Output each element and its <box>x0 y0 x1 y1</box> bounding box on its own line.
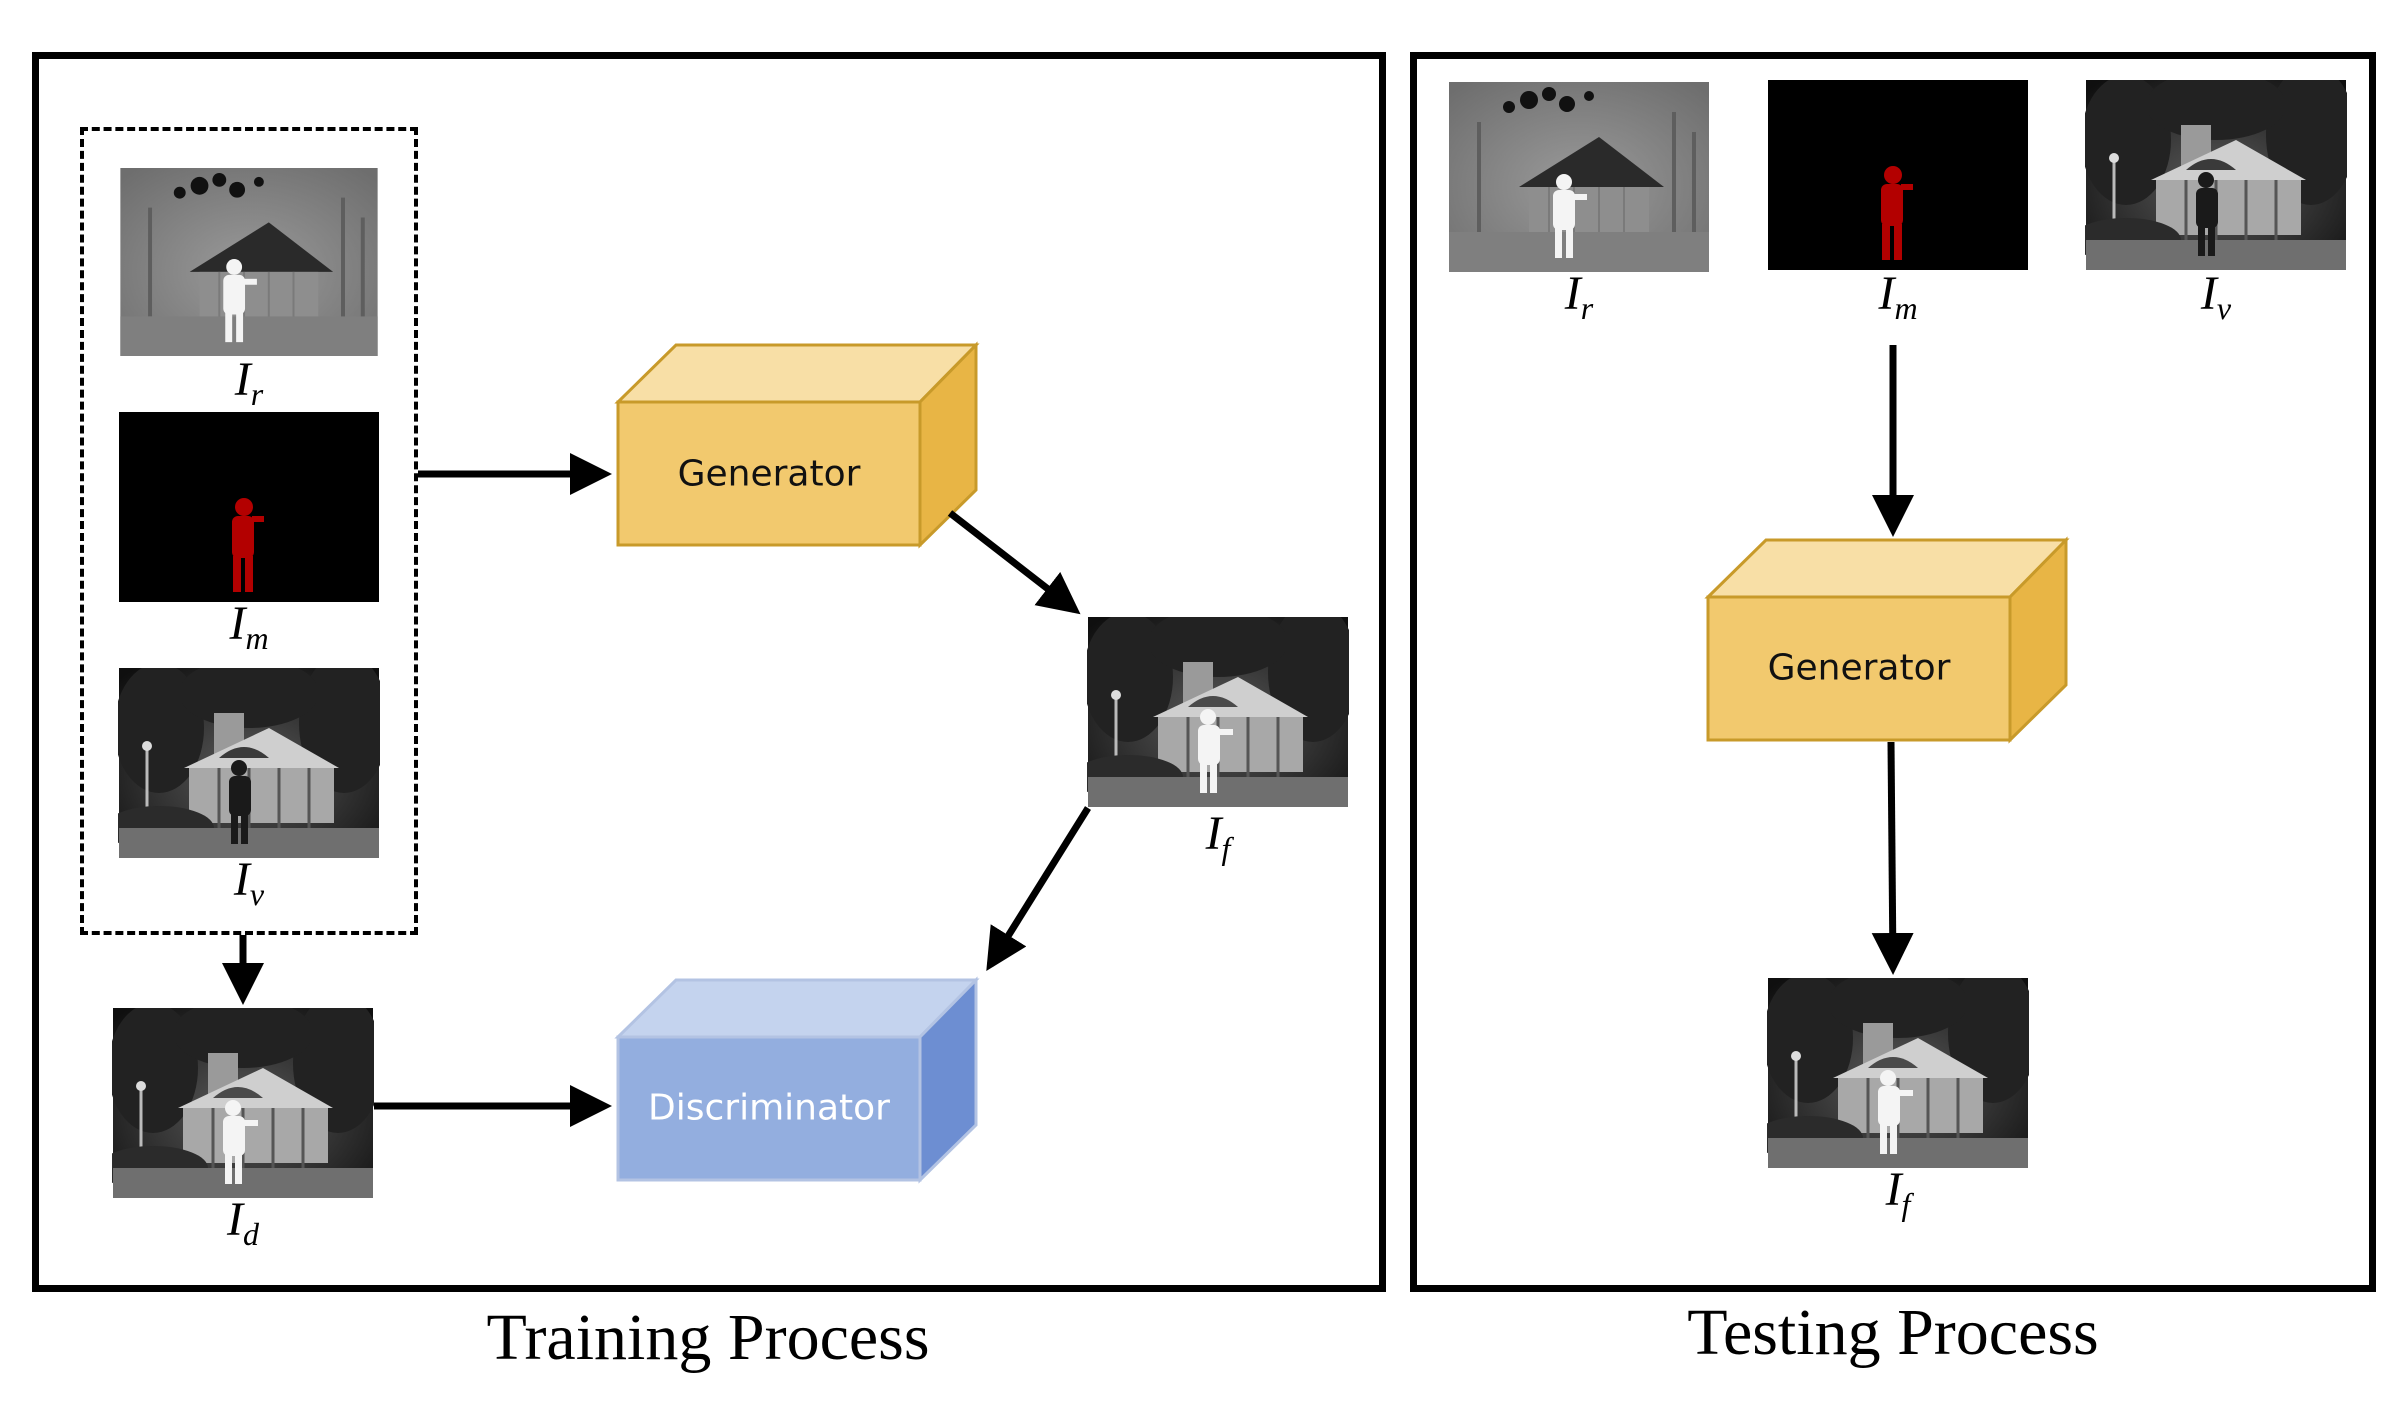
symbol-im: Im <box>229 597 269 656</box>
mask-image <box>118 412 380 602</box>
symbol-iv: Iv <box>233 853 265 912</box>
fused-image <box>1087 617 1349 807</box>
testing-caption: Testing Process <box>1687 1296 2099 1369</box>
test-symbol-im: Im <box>1878 267 1918 326</box>
input-group-box <box>80 127 418 935</box>
generator-label: Generator <box>677 453 861 495</box>
discriminator-label: Discriminator <box>648 1087 890 1129</box>
infrared-image <box>118 168 380 356</box>
test-generator-label: Generator <box>1767 647 1951 689</box>
discriminator-block <box>614 976 980 1184</box>
test-symbol-iv: Iv <box>2200 267 2232 326</box>
visible-image <box>118 668 380 858</box>
test-symbol-ir: Ir <box>1564 267 1594 326</box>
detail-image <box>112 1008 374 1198</box>
symbol-id: Id <box>227 1193 259 1252</box>
generator-block <box>614 341 980 549</box>
test-visible-image <box>2085 80 2347 270</box>
test-fused-image <box>1767 978 2029 1168</box>
training-caption: Training Process <box>486 1301 930 1374</box>
test-symbol-if: If <box>1885 1163 1911 1222</box>
test-mask-image <box>1767 80 2029 270</box>
symbol-if: If <box>1205 807 1231 866</box>
test-infrared-image <box>1448 82 1710 272</box>
test-generator-block <box>1704 536 2070 744</box>
symbol-ir: Ir <box>234 353 264 412</box>
